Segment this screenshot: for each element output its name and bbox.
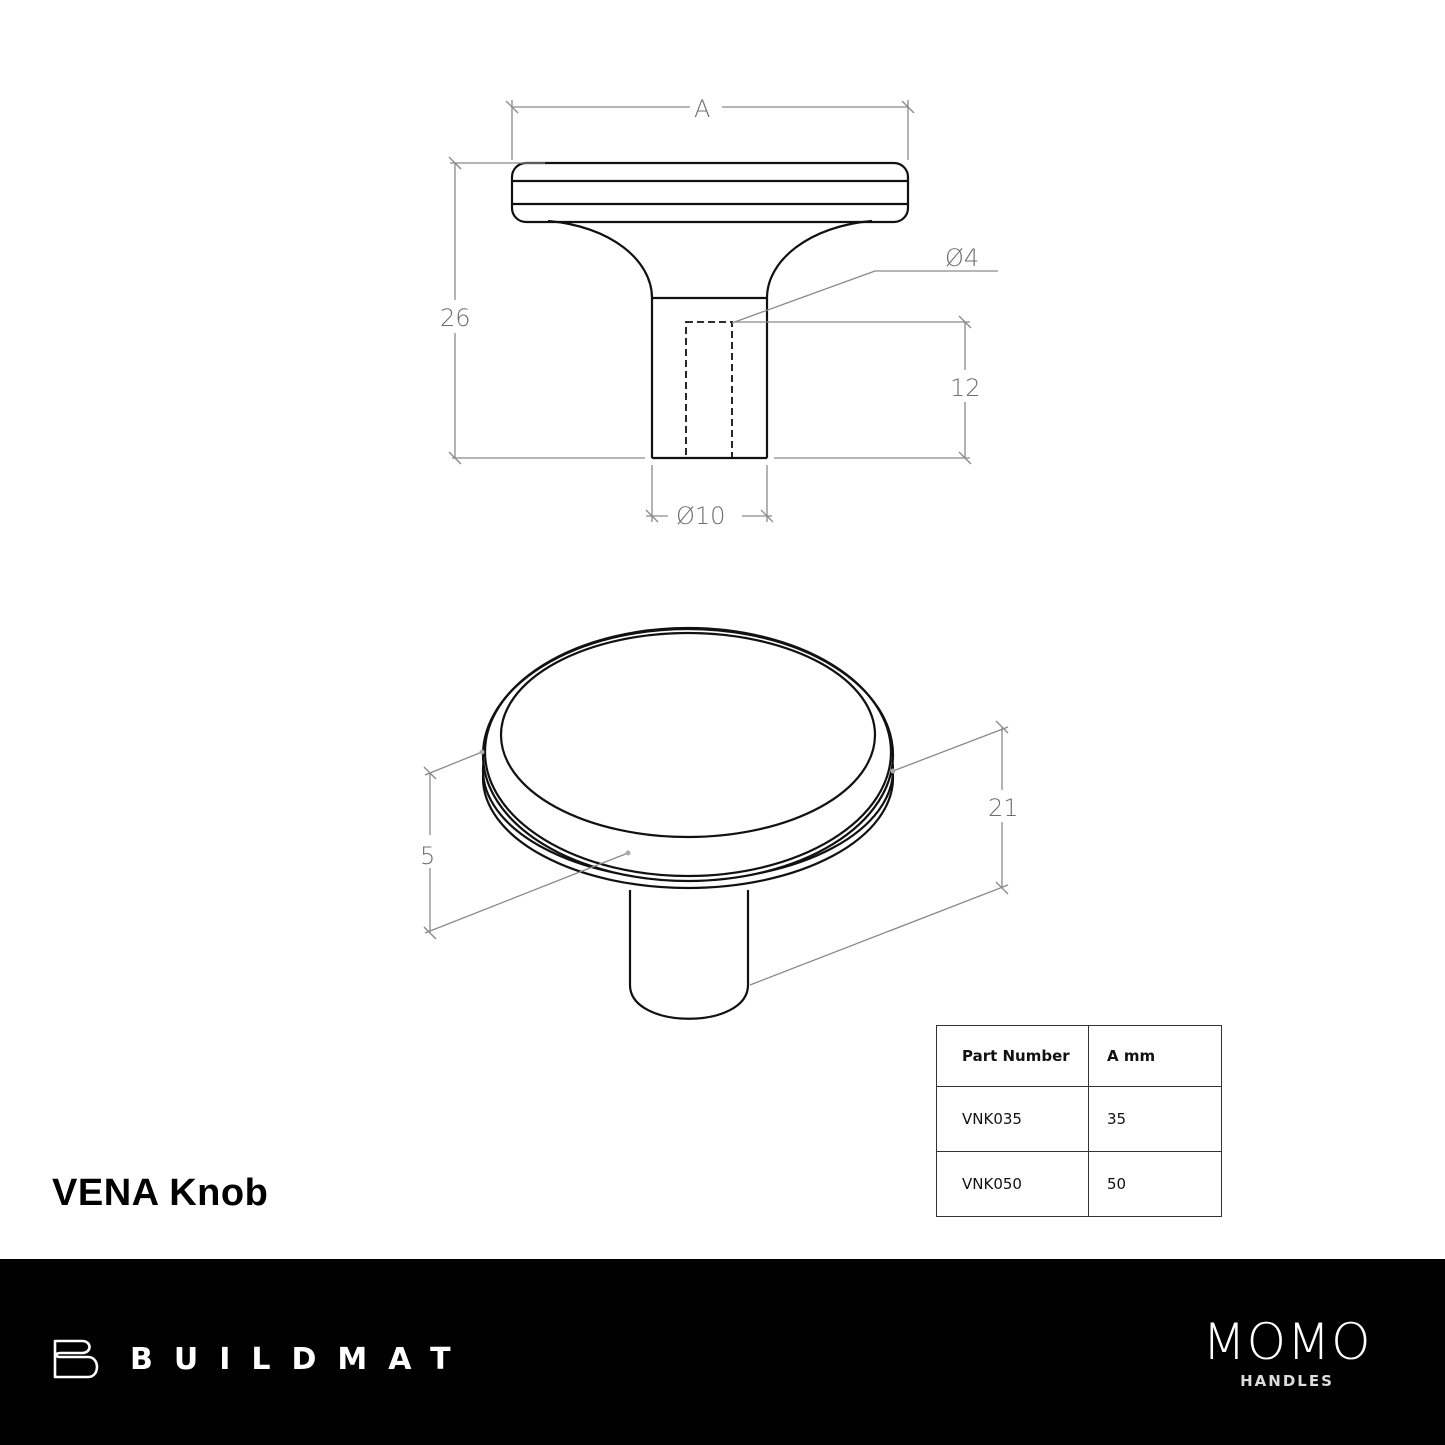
footer-bar [0,1259,1445,1445]
cell-a-mm: 35 [1088,1086,1222,1152]
side-view-dimensions [448,100,998,523]
product-title: VENA Knob [52,1172,269,1214]
dim-rim-thickness-label: 5 [420,842,435,870]
momo-subtitle: HANDLES [1240,1372,1334,1390]
dim-height-label: 26 [440,304,471,332]
buildmat-logo: BUILDMAT [52,1338,472,1380]
iso-view [481,626,895,1020]
dim-projection-label: 21 [988,794,1019,822]
header-a-mm: A mm [1088,1025,1222,1087]
table-row: VNK035 35 [936,1086,1222,1152]
side-view [510,161,910,460]
buildmat-b-icon [53,1339,99,1379]
table-row: VNK050 50 [936,1151,1222,1217]
buildmat-wordmark: BUILDMAT [130,1341,472,1377]
dim-point-marker [479,749,485,755]
dim-hole-diameter-label: Ø4 [945,244,979,272]
dim-shank-diameter-label: Ø10 [676,502,725,530]
dim-width-label: A [694,95,710,123]
cell-part-number: VNK050 [936,1151,1089,1217]
iso-view-dimensions [423,720,1009,986]
cell-part-number: VNK035 [936,1086,1089,1152]
technical-drawing: A 26 Ø4 12 Ø10 5 21 [420,95,1019,1020]
spec-table: Part Number A mm VNK035 35 VNK050 50 [936,1025,1222,1217]
momo-wordmark: MOMO [1202,1313,1372,1371]
dim-point-marker [625,850,631,856]
momo-logo: MOMO HANDLES [1182,1316,1392,1390]
side-view-labels: A 26 Ø4 12 Ø10 [440,95,981,530]
table-header-row: Part Number A mm [936,1025,1222,1087]
dim-point-marker [890,768,896,774]
header-part-number: Part Number [936,1025,1089,1087]
cell-a-mm: 50 [1088,1151,1222,1217]
dim-hole-depth-label: 12 [950,374,981,402]
